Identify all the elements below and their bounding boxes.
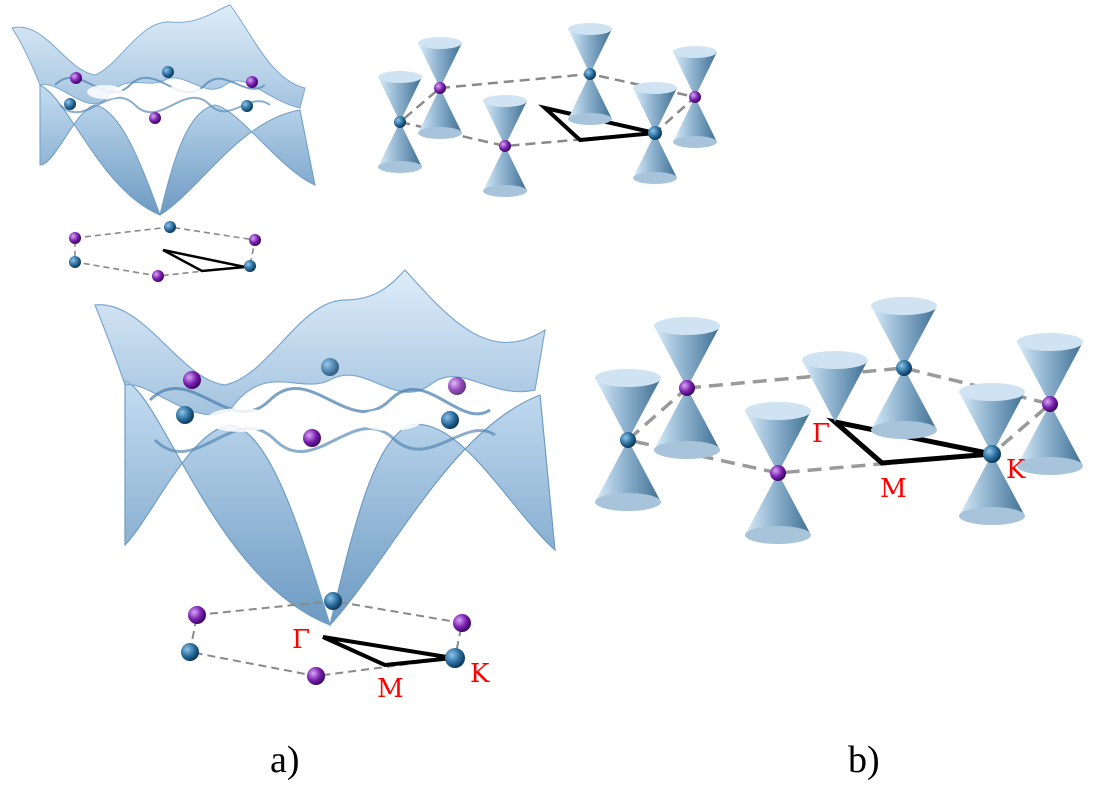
dirac-cone-icon (745, 402, 811, 544)
panel-b-cones: Γ M K (595, 297, 1083, 544)
panel-a-brillouin-zone: Γ M K (181, 592, 490, 704)
kprime-point-icon (70, 72, 82, 84)
dirac-cone-icon (673, 46, 717, 148)
k-label: K (470, 659, 490, 689)
gamma-label: Γ (292, 625, 310, 655)
k-point-icon (164, 221, 176, 233)
m-label: M (377, 674, 404, 704)
panel-a-band-surface (94, 269, 556, 628)
m-label: M (880, 474, 907, 504)
k-point-icon (176, 406, 194, 424)
kprime-point-icon (149, 112, 161, 124)
k-point-icon (162, 66, 174, 78)
kprime-point-icon (307, 667, 325, 685)
panel-a-caption: a) (270, 739, 300, 781)
k-point-icon (244, 260, 256, 272)
k-point-icon (321, 358, 339, 376)
panel-b-caption: b) (848, 739, 880, 781)
kprime-point-icon (69, 232, 81, 244)
kprime-point-icon (246, 76, 258, 88)
k-point-icon (64, 98, 76, 110)
panel-a-small-brillouin-zone (69, 221, 261, 282)
dirac-cone-icon (378, 71, 422, 173)
dirac-cone-icon (959, 383, 1025, 525)
dirac-cone-icon (654, 317, 720, 459)
dirac-cone-icon (1017, 333, 1083, 475)
kprime-point-icon (303, 429, 321, 447)
dirac-cone-icon (483, 95, 527, 197)
dirac-cone-icon (595, 369, 661, 511)
k-point-icon (181, 643, 199, 661)
k-point-icon (241, 100, 253, 112)
k-point-icon (324, 592, 342, 610)
k-label: K (1006, 455, 1026, 485)
kprime-point-icon (152, 270, 164, 282)
k-point-icon (445, 648, 465, 668)
k-point-icon (69, 256, 81, 268)
kprime-point-icon (448, 377, 466, 395)
kprime-point-icon (183, 371, 201, 389)
dirac-cone-icon (568, 23, 612, 125)
dirac-cone-icon (633, 82, 677, 184)
gamma-label: Γ (812, 419, 830, 449)
dirac-cone-icon (418, 37, 462, 139)
dirac-cone-icon (802, 351, 868, 422)
k-point-icon (441, 411, 459, 429)
kprime-point-icon (453, 614, 471, 632)
dirac-cone-icon (871, 297, 937, 439)
panel-b-small-cones (378, 23, 717, 197)
panel-a-small-band-surface (11, 4, 316, 217)
kprime-point-icon (249, 234, 261, 246)
kprime-point-icon (188, 606, 206, 624)
